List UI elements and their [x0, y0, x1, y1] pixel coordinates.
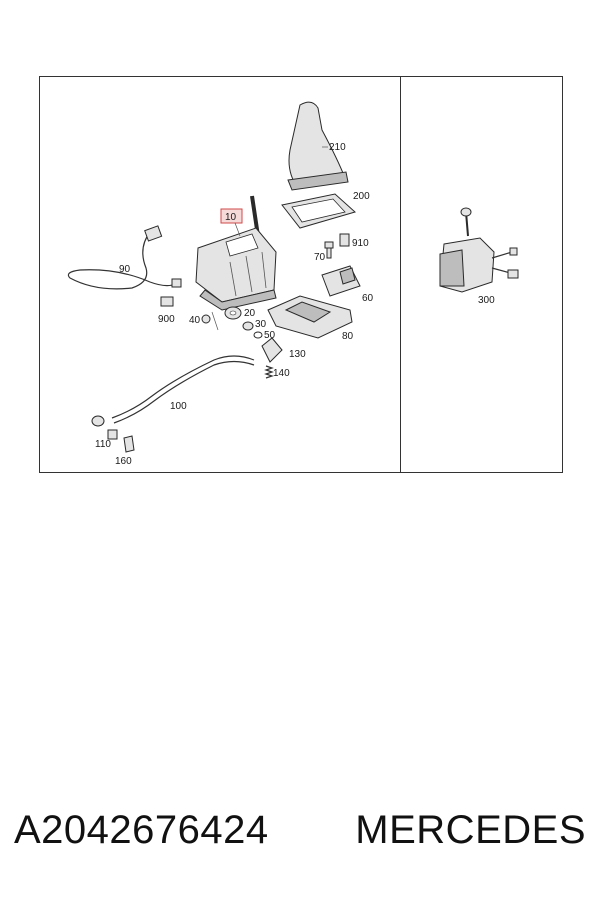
spring-140[interactable]: [264, 365, 274, 379]
washer-20[interactable]: [224, 306, 242, 320]
label-40: 40: [189, 315, 201, 326]
label-160: 160: [115, 456, 132, 467]
label-300: 300: [478, 295, 495, 306]
label-70: 70: [314, 252, 326, 263]
label-910: 910: [352, 238, 369, 249]
o-ring-50[interactable]: [253, 331, 263, 339]
clip-910[interactable]: [339, 233, 350, 247]
parts-diagram: 210 200 910 70 60 10 80 9: [39, 76, 563, 473]
ring-30[interactable]: [242, 321, 254, 331]
diagram-frame: [39, 76, 563, 473]
label-50: 50: [264, 330, 276, 341]
nut-110[interactable]: [107, 429, 118, 440]
label-10-highlight: [220, 208, 243, 224]
label-10: 10: [225, 212, 237, 223]
trim-frame-200[interactable]: [281, 193, 357, 229]
part-number: A2042676424: [14, 807, 269, 852]
label-80: 80: [342, 331, 354, 342]
label-20: 20: [244, 308, 256, 319]
caption-bar: A2042676424 MERCEDES: [0, 800, 600, 860]
bolt-70[interactable]: [324, 241, 334, 259]
brand-name: MERCEDES: [355, 807, 586, 852]
label-130: 130: [289, 349, 306, 360]
bracket-60[interactable]: [321, 265, 361, 297]
label-60: 60: [362, 293, 374, 304]
label-90: 90: [119, 264, 131, 275]
shifter-assembly-10[interactable]: [195, 195, 277, 311]
clip-160[interactable]: [123, 435, 135, 453]
shift-rod-100[interactable]: [91, 355, 255, 427]
label-900: 900: [158, 314, 175, 325]
wiring-harness-90[interactable]: [67, 225, 182, 290]
connector-900[interactable]: [160, 296, 174, 307]
label-200: 200: [353, 191, 370, 202]
label-30: 30: [255, 319, 267, 330]
label-100: 100: [170, 401, 187, 412]
label-140: 140: [273, 368, 290, 379]
base-plate-80[interactable]: [267, 295, 353, 339]
clip-40[interactable]: [201, 311, 219, 331]
actuator-300[interactable]: [439, 207, 519, 293]
label-110: 110: [95, 439, 111, 450]
gear-boot-210[interactable]: [287, 101, 349, 191]
lever-130[interactable]: [261, 337, 283, 363]
label-210: 210: [329, 142, 346, 153]
